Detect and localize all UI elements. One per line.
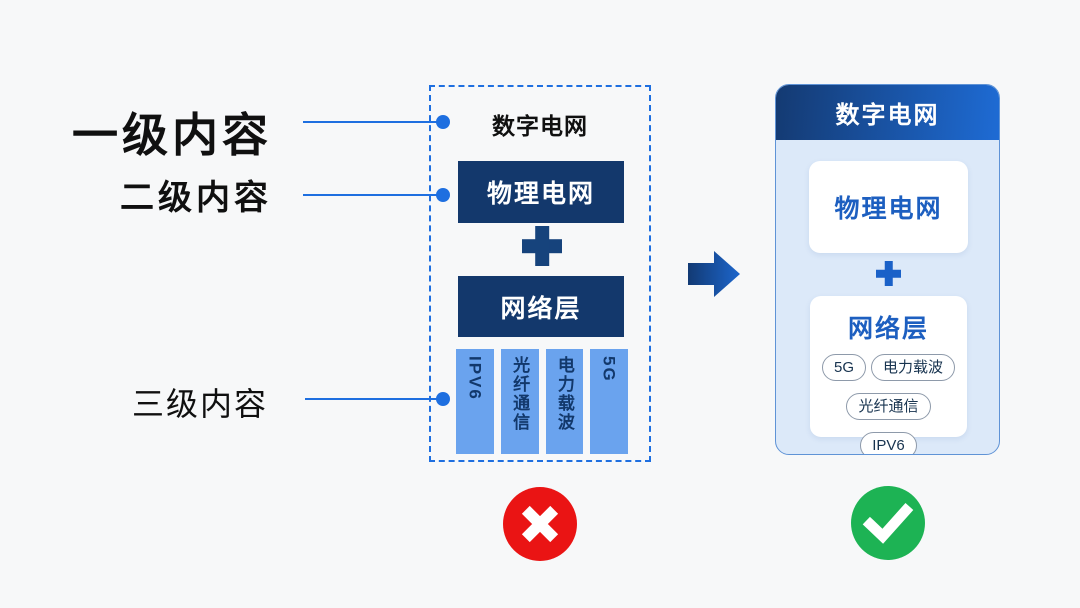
level3-label: 三级内容 [131,386,268,422]
good-physical-grid-box: 物理电网 [809,161,968,253]
level2-label: 二级内容 [120,179,272,217]
bad-panel-title: 数字电网 [492,113,588,139]
bar-fiber: 光纤通信 [500,349,539,454]
bad-example-panel: 数字电网 物理电网 网络层 IPV6 光纤通信 电力载波 5G [429,85,651,462]
level2-pointer-dot [436,188,450,202]
bar-plc: 电力载波 [545,349,584,454]
bad-physical-grid-label: 物理电网 [486,180,595,208]
pill-fiber: 光纤通信 [846,393,931,420]
plus-icon [522,226,562,266]
good-card-header: 数字电网 [776,85,999,140]
good-card-header-label: 数字电网 [835,102,940,129]
tech-pill-group: 5G 电力载波 光纤通信 IPV6 [810,354,967,454]
good-network-layer-box: 网络层 5G 电力载波 光纤通信 IPV6 [810,296,967,454]
plus-icon [876,261,901,286]
arrow-right-icon [688,250,740,298]
pill-plc: 电力载波 [871,354,956,381]
bar-5g-label: 5G [599,356,619,383]
level1-label: 一级内容 [72,109,272,161]
bar-5g: 5G [590,349,628,454]
level1-pointer-line [303,121,439,123]
bar-ipv6-label: IPV6 [465,356,485,401]
level3-pointer-dot [436,392,450,406]
bad-physical-grid-box: 物理电网 [458,161,624,223]
bar-fiber-label: 光纤通信 [510,356,530,432]
bad-tech-bars: IPV6 光纤通信 电力载波 5G [456,349,628,454]
bar-plc-label: 电力载波 [554,356,574,432]
pill-5g: 5G [821,354,866,381]
pill-ipv6: IPV6 [860,432,917,454]
level2-pointer-line [303,194,439,196]
good-network-layer-label: 网络层 [847,315,929,343]
level3-pointer-line [305,398,439,400]
good-example-card: 数字电网 物理电网 网络层 5G 电力载波 光纤通信 IPV6 [775,84,1000,455]
cross-icon [503,487,577,561]
check-icon [851,486,925,560]
good-physical-grid-label: 物理电网 [834,195,943,223]
bar-ipv6: IPV6 [456,349,494,454]
level1-pointer-dot [436,115,450,129]
bad-network-layer-box: 网络层 [458,276,624,337]
bad-network-layer-label: 网络层 [500,294,582,323]
